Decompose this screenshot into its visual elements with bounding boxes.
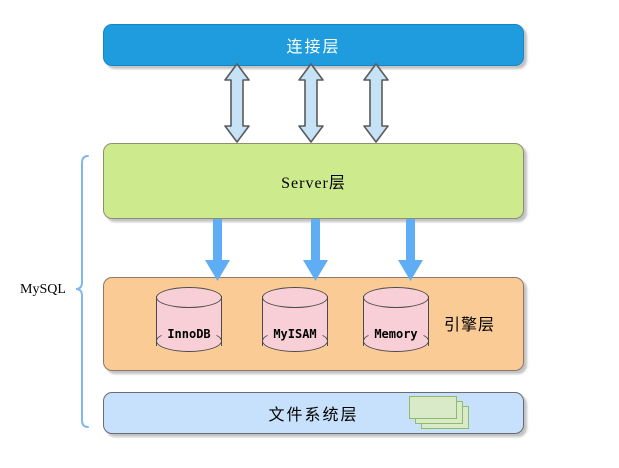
- double-headed-arrow-icon-2: [298, 63, 324, 143]
- curly-brace-icon: [75, 155, 89, 428]
- database-cylinder-memory[interactable]: Memory: [363, 287, 429, 355]
- cylinder-bottom: [262, 330, 328, 352]
- layer-connection[interactable]: 连接层: [103, 24, 524, 66]
- mysql-group-label: MySQL: [20, 282, 66, 297]
- file-stack-icon: [409, 396, 475, 430]
- double-headed-arrow-icon-1: [224, 63, 250, 143]
- cylinder-top: [262, 287, 328, 308]
- cylinder-top: [363, 287, 429, 308]
- cylinder-bottom: [363, 330, 429, 352]
- cylinder-label-myisam: MyISAM: [273, 327, 317, 341]
- layer-filesystem-label: 文件系统层: [268, 407, 359, 424]
- layer-server-label: Server层: [281, 175, 346, 192]
- down-arrow-icon-2: [303, 219, 328, 281]
- down-arrow-icon-1: [205, 219, 230, 281]
- cylinder-label-innodb: InnoDB: [167, 327, 211, 341]
- cylinder-top: [156, 287, 222, 308]
- layer-connection-label: 连接层: [286, 39, 341, 56]
- layer-engine-label: 引擎层: [444, 317, 496, 334]
- double-headed-arrow-icon-3: [363, 63, 389, 143]
- database-cylinder-innodb[interactable]: InnoDB: [156, 287, 222, 355]
- database-cylinder-myisam[interactable]: MyISAM: [262, 287, 328, 355]
- cylinder-bottom: [156, 330, 222, 352]
- down-arrow-icon-3: [398, 219, 423, 281]
- file-sheet-front: [409, 396, 457, 419]
- cylinder-label-memory: Memory: [374, 327, 418, 341]
- layer-server[interactable]: Server层: [103, 143, 524, 219]
